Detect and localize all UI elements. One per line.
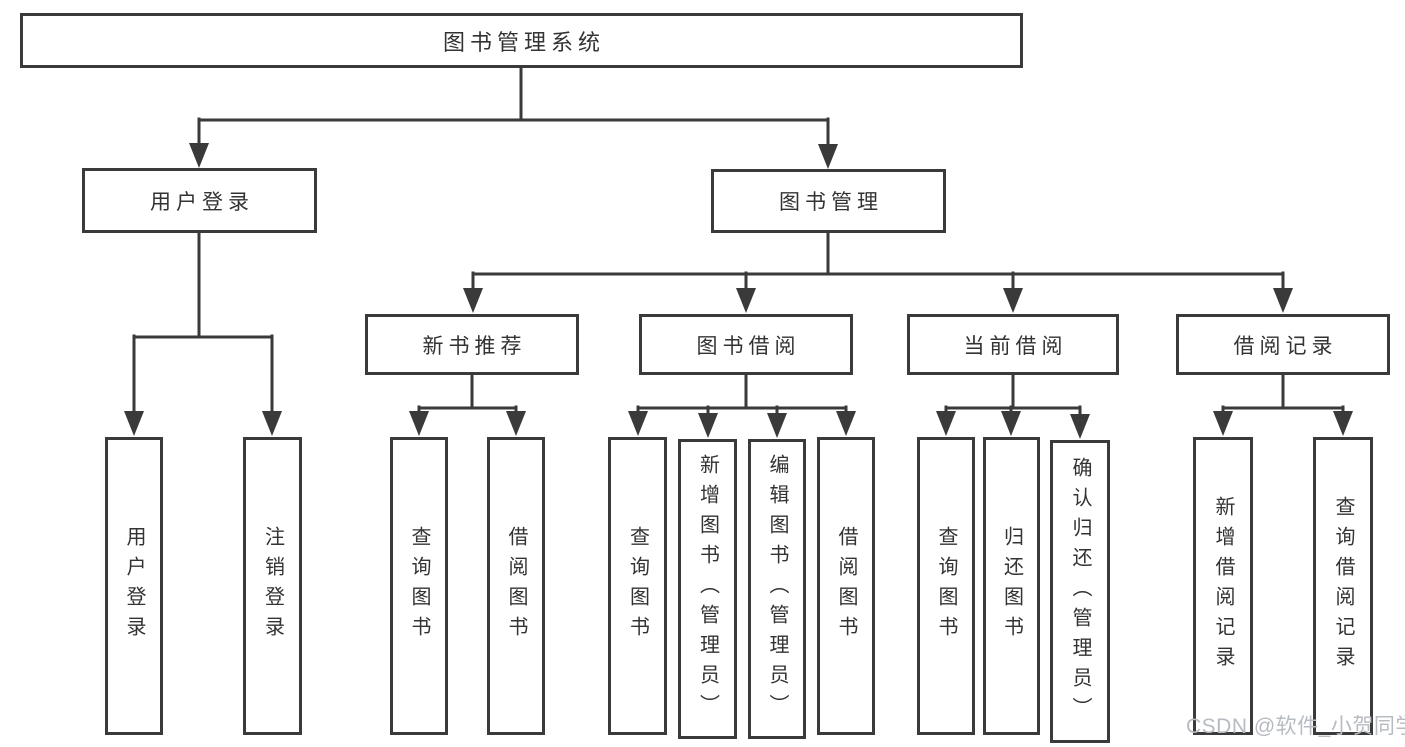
edge-current-borrowing-to-leaves bbox=[936, 373, 1090, 439]
node-root-label: 图书管理系统 bbox=[442, 29, 605, 55]
arrowhead bbox=[189, 143, 209, 168]
arrowhead bbox=[836, 411, 856, 436]
connector-line bbox=[1221, 373, 1345, 421]
arrowhead bbox=[1213, 411, 1233, 436]
connector-line bbox=[417, 373, 518, 421]
leaf-records-add-record: 新增借阅记录 bbox=[1193, 437, 1253, 735]
leaf-current-return-books: 归还图书 bbox=[983, 437, 1040, 735]
edge-new-book-recommendation-to-leaves bbox=[409, 373, 526, 436]
edge-root-to-level2 bbox=[189, 66, 838, 169]
leaf-logout-label: 注销登录 bbox=[261, 526, 284, 646]
node-user-login: 用户登录 bbox=[82, 168, 317, 233]
arrowhead bbox=[124, 411, 144, 436]
arrowhead bbox=[463, 288, 483, 313]
leaf-borrow-borrow-books-label: 借阅图书 bbox=[835, 526, 857, 646]
arrowhead bbox=[409, 411, 429, 436]
leaf-borrow-edit-books-admin: 编辑图书（管理员） bbox=[748, 439, 806, 739]
node-borrowing-records-label: 借阅记录 bbox=[1233, 334, 1338, 358]
node-current-borrowing: 当前借阅 bbox=[907, 314, 1119, 375]
arrowhead bbox=[262, 411, 282, 436]
arrowhead bbox=[1001, 411, 1021, 436]
node-book-management-label: 图书管理 bbox=[779, 191, 883, 214]
arrowhead bbox=[628, 411, 648, 436]
arrowhead bbox=[698, 413, 718, 438]
leaf-records-query-record: 查询借阅记录 bbox=[1313, 437, 1373, 735]
node-current-borrowing-label: 当前借阅 bbox=[963, 334, 1068, 358]
leaf-recommend-borrow-books-label: 借阅图书 bbox=[505, 526, 527, 646]
leaf-records-add-record-label: 新增借阅记录 bbox=[1212, 496, 1234, 676]
arrowhead bbox=[506, 411, 526, 436]
leaf-borrow-query-books-label: 查询图书 bbox=[626, 526, 649, 646]
arrowhead bbox=[1333, 411, 1353, 436]
leaf-current-query-books-label: 查询图书 bbox=[935, 526, 957, 646]
leaf-borrow-borrow-books: 借阅图书 bbox=[817, 437, 875, 735]
node-book-borrowing-label: 图书借阅 bbox=[696, 334, 801, 358]
connector-line bbox=[636, 373, 848, 423]
leaf-logout: 注销登录 bbox=[243, 437, 302, 735]
csdn-watermark: CSDN @软件_小贺同学 bbox=[1186, 715, 1405, 738]
leaf-recommend-query-books-label: 查询图书 bbox=[408, 526, 430, 646]
leaf-recommend-query-books: 查询图书 bbox=[390, 437, 448, 735]
leaf-current-confirm-return-admin-label: 确认归还（管理员） bbox=[1069, 456, 1091, 727]
arrowhead bbox=[1003, 288, 1023, 313]
arrowhead bbox=[936, 411, 956, 436]
leaf-borrow-query-books: 查询图书 bbox=[608, 437, 667, 735]
leaf-user-login: 用户登录 bbox=[105, 437, 163, 735]
node-book-borrowing: 图书借阅 bbox=[639, 314, 853, 375]
leaf-user-login-label: 用户登录 bbox=[123, 526, 145, 646]
arrowhead bbox=[1273, 288, 1293, 313]
leaf-current-return-books-label: 归还图书 bbox=[1000, 526, 1023, 646]
node-root: 图书管理系统 bbox=[20, 13, 1023, 68]
leaf-borrow-add-books-admin-label: 新增图书（管理员） bbox=[696, 454, 719, 724]
connector-line bbox=[132, 231, 274, 419]
node-user-login-label: 用户登录 bbox=[150, 190, 254, 214]
arrowhead bbox=[767, 413, 787, 438]
edge-user-login-to-leaves bbox=[124, 231, 282, 436]
leaf-current-query-books: 查询图书 bbox=[917, 437, 975, 735]
edge-borrowing-records-to-leaves bbox=[1213, 373, 1353, 436]
node-new-book-recommendation: 新书推荐 bbox=[365, 314, 579, 375]
leaf-current-confirm-return-admin: 确认归还（管理员） bbox=[1050, 440, 1110, 743]
arrowhead bbox=[736, 288, 756, 313]
node-new-book-recommendation-label: 新书推荐 bbox=[422, 334, 527, 358]
leaf-records-query-record-label: 查询借阅记录 bbox=[1332, 496, 1354, 676]
node-borrowing-records: 借阅记录 bbox=[1176, 314, 1390, 375]
leaf-borrow-add-books-admin: 新增图书（管理员） bbox=[678, 439, 737, 739]
arrowhead bbox=[1070, 414, 1090, 439]
connector-line bbox=[471, 231, 1285, 295]
edge-book-management-to-level3 bbox=[463, 231, 1293, 313]
arrowhead bbox=[818, 144, 838, 169]
connector-line bbox=[197, 66, 830, 151]
leaf-recommend-borrow-books: 借阅图书 bbox=[487, 437, 545, 735]
leaf-borrow-edit-books-admin-label: 编辑图书（管理员） bbox=[766, 454, 788, 724]
edge-book-borrowing-to-leaves bbox=[628, 373, 856, 438]
node-book-management: 图书管理 bbox=[711, 169, 946, 233]
